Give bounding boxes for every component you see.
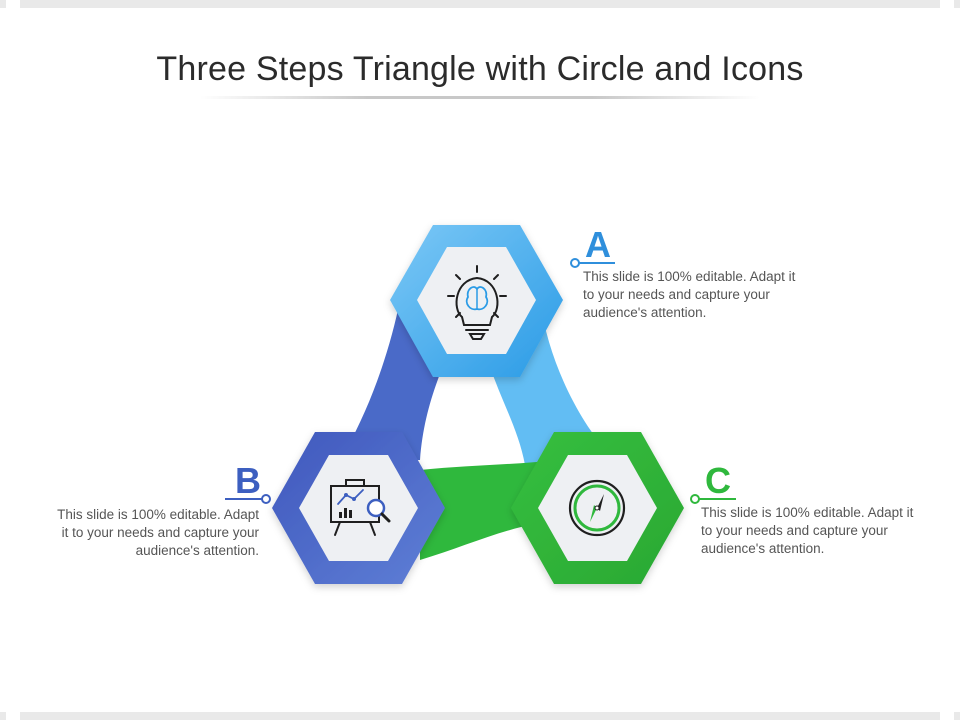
presentation-board-magnifier-icon [330, 479, 391, 536]
compass-icon [568, 479, 626, 537]
step-c-letter: C [705, 460, 731, 501]
hexagon-b [272, 432, 445, 584]
step-a-description: This slide is 100% editable. Adapt it to… [583, 269, 796, 320]
lightbulb-brain-icon [447, 265, 507, 340]
step-a-letter: A [585, 224, 611, 265]
connector-b [225, 494, 271, 504]
step-b-letter: B [235, 460, 261, 501]
step-b-description: This slide is 100% editable. Adapt it to… [57, 507, 259, 558]
slide-title: Three Steps Triangle with Circle and Ico… [156, 50, 804, 88]
bottom-border [0, 712, 960, 720]
title-underline [200, 96, 760, 99]
top-border [0, 0, 960, 8]
connector-a [570, 258, 615, 268]
step-c-description: This slide is 100% editable. Adapt it to… [701, 505, 914, 556]
connector-c [690, 494, 736, 504]
